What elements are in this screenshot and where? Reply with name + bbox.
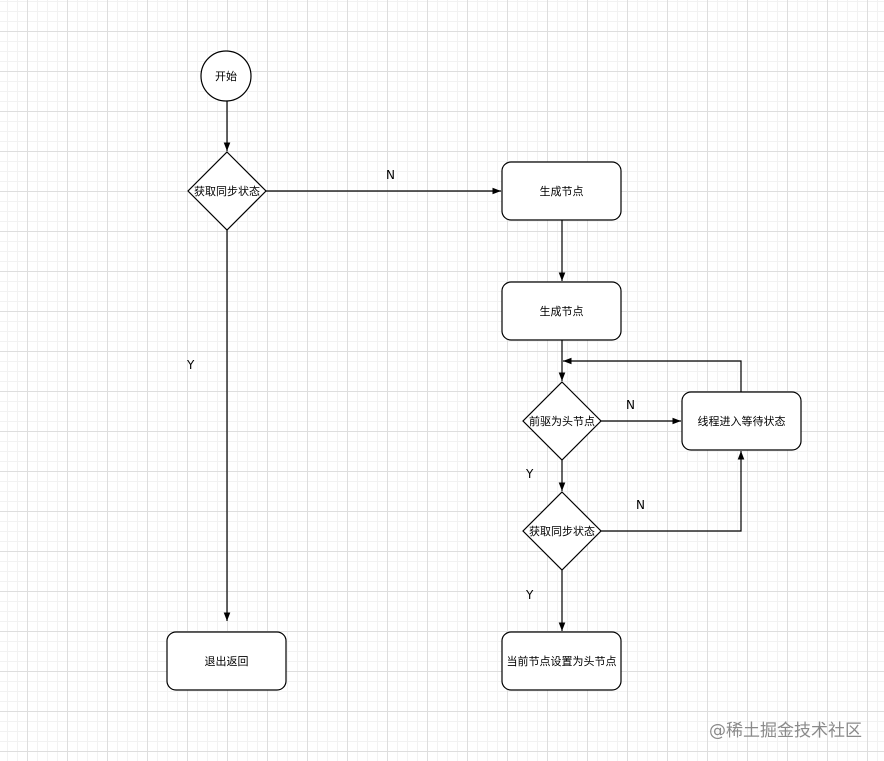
- edge-label-sync-n: N: [636, 498, 645, 512]
- edge-label-left-n: N: [386, 168, 395, 182]
- watermark-text: @稀土掘金技术社区: [709, 721, 862, 741]
- exit-return-label: 退出返回: [204, 654, 249, 668]
- pred-head-label: 前驱为头节点: [529, 414, 595, 428]
- edge-label-sync-y: Y: [526, 588, 534, 602]
- set-head-label: 当前节点设置为头节点: [506, 654, 617, 668]
- edge-label-left-y: Y: [187, 358, 195, 372]
- start-circle: [200, 50, 252, 102]
- edge-label-pred-y: Y: [526, 467, 534, 481]
- edge-wait-loop-back: [563, 357, 742, 392]
- start-label: 开始: [215, 69, 237, 83]
- process-exit-return: [166, 631, 287, 691]
- process-set-head: [501, 631, 622, 691]
- edge-sync-n-to-wait: [601, 451, 745, 532]
- create-node-1-label: 生成节点: [539, 184, 584, 198]
- right-sync-label: 获取同步状态: [529, 524, 595, 538]
- left-sync-label: 获取同步状态: [194, 184, 260, 198]
- edge-label-pred-n: N: [626, 398, 635, 412]
- create-node-2-label: 生成节点: [539, 304, 584, 318]
- thread-wait-label: 线程进入等待状态: [697, 414, 786, 428]
